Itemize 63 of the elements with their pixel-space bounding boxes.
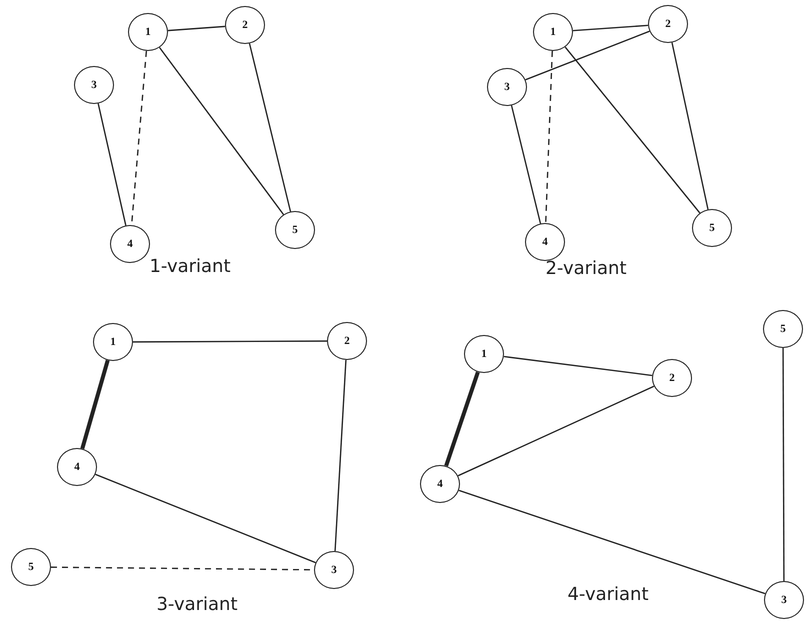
node-number: 3 [781,594,787,606]
node-number: 5 [780,323,786,335]
variant-caption: 3-variant [156,594,238,615]
dashed-line [545,50,553,224]
variant-caption: 4-variant [567,584,649,605]
connector-line [458,386,654,476]
connector-line [168,26,226,32]
connector-line [671,42,709,210]
connector-line [98,103,126,226]
connector-line [564,46,700,214]
node-circle [128,13,168,51]
connector-line [95,474,316,564]
variant-caption: 2-variant [545,258,627,279]
node-number: 1 [110,336,116,348]
node-circle [275,211,315,249]
node-circle [533,13,573,51]
node-circle [225,6,265,44]
node-number: 4 [74,461,80,473]
connector-line [572,24,648,32]
node-circle [420,465,460,503]
connector-line [159,47,284,215]
node-circle [763,310,803,348]
node-circle [648,5,688,43]
node-circle [314,551,354,589]
node-number: 2 [344,335,350,347]
node-circle [327,322,367,360]
connector-line [248,43,292,212]
node-number: 5 [28,561,34,573]
connector-line [458,490,766,594]
connector-line [510,105,542,224]
node-circle [74,66,114,104]
node-circle [57,448,97,486]
node-circle [652,359,692,397]
node-circle [11,548,51,586]
node-circle [110,225,150,263]
node-number: 2 [242,19,248,31]
node-number: 4 [437,478,443,490]
node-number: 2 [669,372,675,384]
node-circle [464,335,504,373]
node-number: 3 [331,564,337,576]
node-circle [487,68,527,106]
node-circle [692,209,732,247]
connector-line [504,356,652,376]
node-number: 4 [127,238,133,250]
node-circle [93,323,133,361]
node-number: 5 [292,224,298,236]
node-number: 5 [709,222,715,234]
node-circle [764,581,804,619]
node-circle [525,223,565,261]
variant-caption: 1-variant [149,256,231,277]
thick-line [444,371,480,467]
node-number: 1 [481,348,487,360]
node-number: 4 [542,236,548,248]
node-number: 1 [145,26,151,38]
thick-line [80,360,110,450]
connector-line [525,30,650,80]
node-number: 1 [550,26,556,38]
node-number: 3 [91,79,97,91]
connector-line [334,360,347,552]
node-number: 3 [504,81,510,93]
node-number: 2 [665,18,671,30]
connector-line [782,348,785,581]
connector-line [133,340,327,343]
